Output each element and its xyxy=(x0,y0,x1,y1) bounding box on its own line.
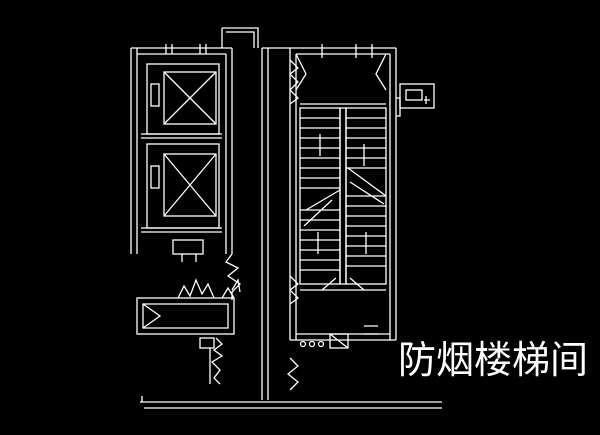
lower-left-room xyxy=(136,278,241,335)
stairwell-label: 防烟楼梯间 xyxy=(398,338,589,382)
exterior-panel xyxy=(396,83,435,117)
elevator-block xyxy=(130,44,233,254)
stair-flight-right xyxy=(345,107,387,285)
stair-flight-left xyxy=(299,107,341,285)
elevator-lobby-details xyxy=(172,239,204,262)
break-line-left xyxy=(210,253,242,385)
stair-central-divider xyxy=(339,107,347,285)
elevator-car-2 xyxy=(141,143,222,233)
stair-landings xyxy=(300,103,386,291)
elevator-car-1 xyxy=(141,63,222,139)
stairwell-walls xyxy=(289,44,397,341)
stair-fixtures xyxy=(299,325,378,349)
central-corridor xyxy=(221,27,290,400)
lower-left-details xyxy=(199,337,215,384)
ground-line xyxy=(140,396,442,409)
